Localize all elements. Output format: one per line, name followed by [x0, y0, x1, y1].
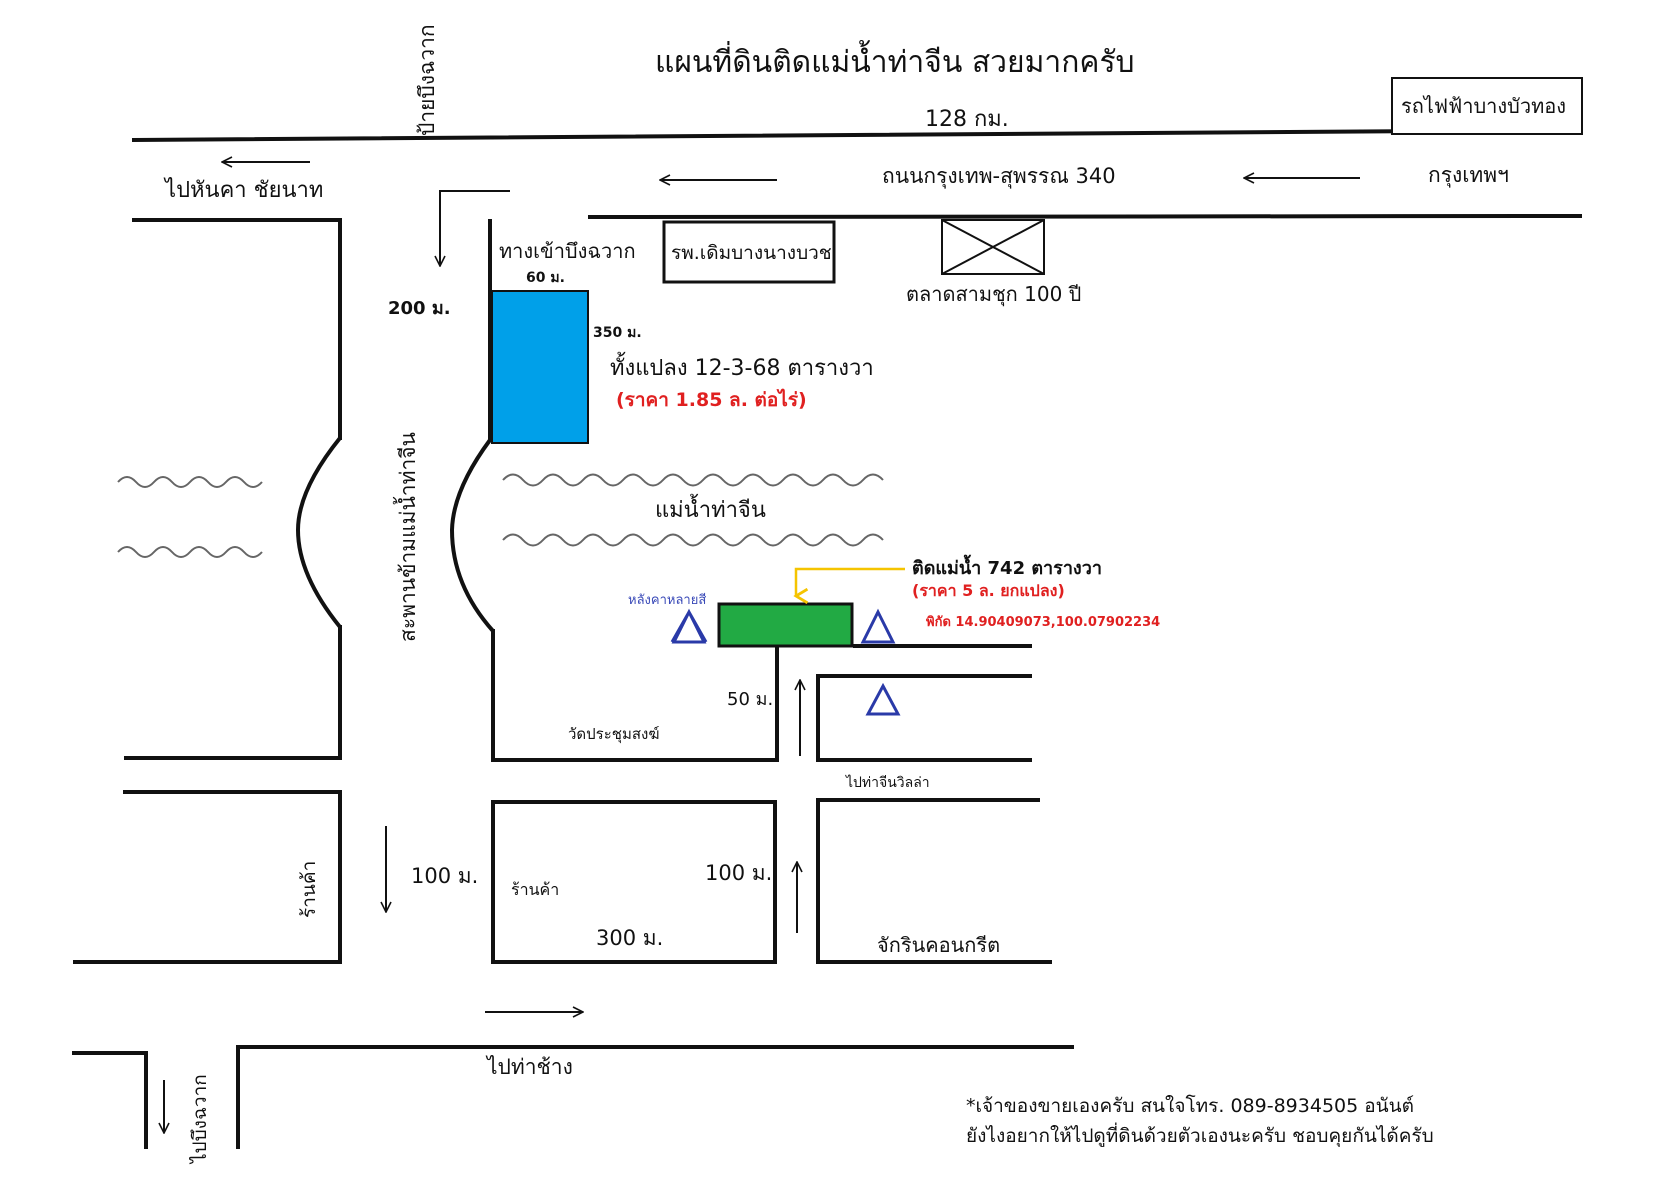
- house-icon-1: [670, 608, 708, 644]
- temple-block: [491, 629, 779, 762]
- plot-1-land: [491, 290, 589, 444]
- contact-line-1: *เจ้าของขายเองครับ สนใจโทร. 089-8934505 …: [966, 1095, 1414, 1117]
- sign-bueng-chawak-label: ป้ายบึงฉวาก: [415, 24, 439, 136]
- river-waves: [117, 473, 884, 558]
- shop-left-block: [73, 790, 342, 964]
- plot-1-price: (ราคา 1.85 ล. ต่อไร่): [616, 389, 807, 411]
- hospital-box: [662, 220, 836, 284]
- house-icon-3: [865, 682, 901, 716]
- market-box: [941, 219, 1045, 275]
- arrow-entrance: [440, 190, 510, 266]
- plot-1-width: 60 ม.: [526, 270, 565, 286]
- west-bank-block: [132, 218, 342, 440]
- plot-1-area: ทั้งแปลง 12-3-68 ตารางวา: [610, 356, 874, 381]
- bridge-west-arc: [295, 436, 342, 629]
- train-station-box: [1391, 77, 1583, 135]
- villa-block: [816, 674, 1032, 762]
- concrete-block: [816, 798, 1052, 964]
- to-thachin-villa-label: ไปท่าจีนวิลล่า: [846, 775, 930, 791]
- house-icon-2: [860, 608, 896, 644]
- highway-distance: 128 กม.: [925, 107, 1009, 132]
- map-title: แผนที่ดินติดแม่น้ำท่าจีน สวยมากครับ: [655, 45, 1135, 80]
- plot-2-land: [717, 602, 854, 648]
- temple-label: วัดประชุมสงฆ์: [568, 725, 660, 743]
- shop-left-label: ร้านค้า: [298, 860, 320, 918]
- shop-block: [491, 800, 777, 964]
- bridge-east-arc: [449, 438, 495, 633]
- to-tha-chang-label: ไปท่าช้าง: [487, 1055, 573, 1079]
- plot-2-pointer: [796, 567, 905, 596]
- bridge-label: สะพานข้ามแม่น้ำท่าจีน: [396, 432, 420, 642]
- main-road-label: ถนนกรุงเทพ-สุพรรณ 340: [882, 164, 1116, 188]
- market-label: ตลาดสามชุก 100 ปี: [906, 282, 1082, 306]
- hospital-label: รพ.เดิมบางนางบวช: [671, 242, 832, 264]
- train-station-label: รถไฟฟ้าบางบัวทอง: [1401, 94, 1567, 118]
- to-hankha-label: ไปหันคา ชัยนาท: [165, 178, 324, 203]
- distance-50m: 50 ม.: [727, 689, 774, 710]
- concrete-label: จักรินคอนกรีต: [877, 933, 1001, 957]
- plot-2-note: ติดแม่น้ำ 742 ตารางวา: [912, 558, 1102, 579]
- distance-100m-right: 100 ม.: [705, 861, 773, 885]
- contact-line-2: ยังไงอยากให้ไปดูที่ดินด้วยตัวเองนะครับ ช…: [966, 1125, 1434, 1147]
- entrance-label: ทางเข้าบึงฉวาก: [499, 239, 636, 263]
- plot-2-price: (ราคา 5 ล. ยกแปลง): [912, 581, 1065, 600]
- distance-200m: 200 ม.: [388, 298, 451, 319]
- highway-top-edge: [131, 127, 1583, 143]
- distance-100m-left: 100 ม.: [411, 864, 479, 888]
- plot-1-depth: 350 ม.: [593, 325, 642, 341]
- plot-2-coords: พิกัด 14.90409073,100.07902234: [926, 615, 1161, 630]
- distance-300m: 300 ม.: [596, 926, 664, 950]
- highway-bottom-edge: [587, 213, 1583, 220]
- shop-label: ร้านค้า: [511, 880, 560, 899]
- to-bueng-chawak-label: ไปบึงฉวาก: [189, 1074, 211, 1163]
- house-icons: [670, 608, 901, 716]
- to-bangkok-label: กรุงเทพฯ: [1428, 163, 1509, 187]
- river-label: แม่น้ำท่าจีน: [655, 498, 766, 523]
- colorful-roofs-label: หลังคาหลายสี: [628, 593, 707, 608]
